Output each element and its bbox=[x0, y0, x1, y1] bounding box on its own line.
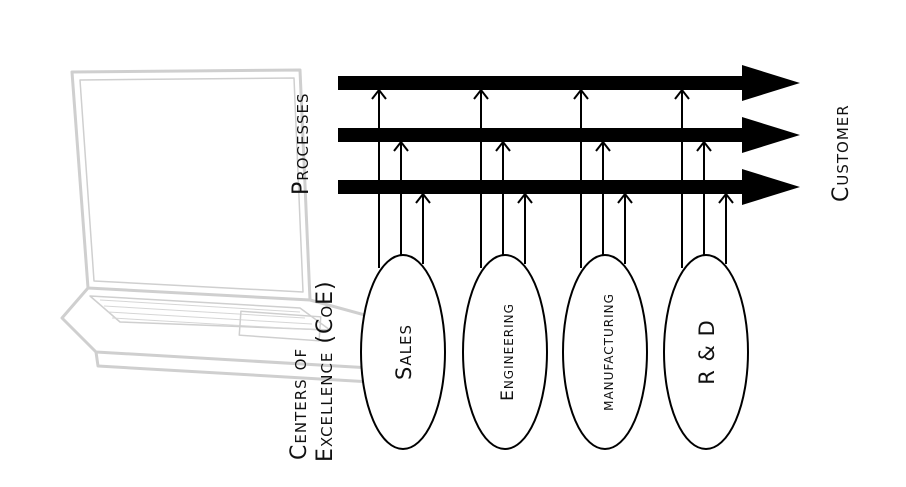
coe-connector-arrow bbox=[697, 142, 711, 258]
coe-manufacturing: manufacturing bbox=[563, 255, 647, 449]
coe-label: Engineering bbox=[498, 303, 518, 401]
coe-connector-arrow bbox=[675, 90, 689, 268]
coe-connector-arrow bbox=[618, 194, 632, 264]
coe-label: Sales bbox=[392, 324, 416, 380]
coe-connector-arrow bbox=[719, 194, 733, 264]
coe-label: manufacturing bbox=[598, 293, 618, 411]
processes-label: Processes bbox=[289, 93, 314, 196]
coe-label: R & D bbox=[695, 319, 719, 385]
coe-connector-arrow bbox=[518, 194, 532, 264]
process-arrow bbox=[338, 117, 800, 153]
coe-connector-arrow bbox=[372, 90, 386, 268]
coe-connector-arrow bbox=[596, 142, 610, 258]
coe-label-line1: Centers of bbox=[287, 348, 312, 460]
coe-connectors bbox=[372, 90, 733, 268]
coe-label-line2: Excellence (CoE) bbox=[313, 280, 338, 462]
coe-connector-arrow bbox=[496, 142, 510, 258]
coe-connector-arrow bbox=[574, 90, 588, 268]
coe-sales: Sales bbox=[361, 255, 445, 449]
coe-connector-arrow bbox=[416, 194, 430, 264]
centers-of-excellence: Sales Engineering manufacturing R & D bbox=[361, 255, 748, 449]
coe-connector-arrow bbox=[394, 142, 408, 258]
process-arrow bbox=[338, 65, 800, 101]
process-arrows bbox=[338, 65, 800, 205]
coe-r-d: R & D bbox=[664, 255, 748, 449]
coe-connector-arrow bbox=[474, 90, 488, 268]
customer-label: Customer bbox=[829, 104, 854, 202]
coe-engineering: Engineering bbox=[463, 255, 547, 449]
